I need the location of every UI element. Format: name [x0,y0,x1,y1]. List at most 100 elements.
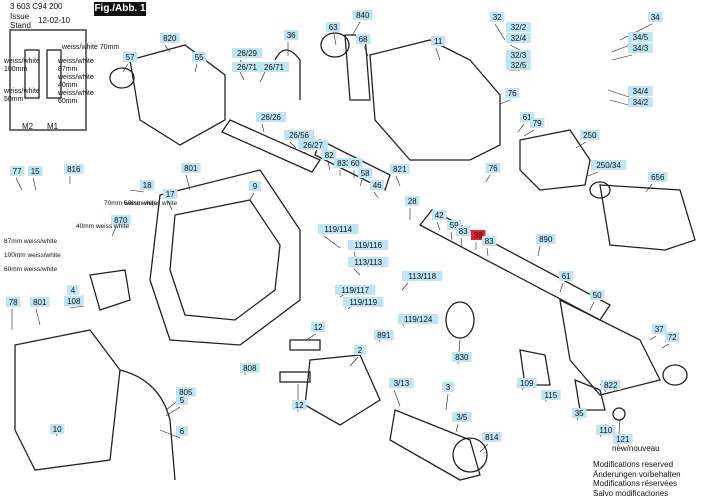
leader-line [395,175,401,187]
gear-drawing [445,301,475,339]
leader-line [289,141,297,149]
part-label: 870 [111,215,131,225]
part-label-text: 59 [450,221,459,230]
part-label: 121 [613,434,633,444]
leader-line [185,174,191,191]
part-label: 59 [447,220,462,230]
part-label-text: 37 [655,325,664,334]
part-label-box [326,22,341,32]
part-label-box [374,330,394,340]
leader-line [607,89,633,99]
leader-lines [11,21,670,453]
crank-housing-drawing [129,44,226,146]
leader-line [111,226,117,237]
part-label-box [163,189,178,199]
part-label: 814 [482,432,502,442]
part-label-box [398,314,439,324]
wire-legend-f: 50mm weiss white [124,200,178,207]
part-label-text: 32/5 [511,61,527,70]
part-label-box [6,297,21,307]
part-label-text: 36 [287,31,296,40]
part-label: 39 [471,230,486,240]
wire-legend-a: 40mm weiss white [76,223,130,230]
part-label-text: 26/56 [289,131,310,140]
part-label-text: 26/27 [303,141,324,150]
leader-line [479,443,489,453]
part-label: 26/56 [284,130,314,140]
part-label-box [471,230,486,240]
part-drawings [9,29,696,481]
wire-legend-c: 100mm weiss/white [4,252,61,259]
part-label: 18 [140,180,155,190]
part-label: 119/114 [318,224,359,234]
part-label: 808 [240,363,260,373]
leader-line [129,189,145,193]
leader-line [194,63,198,73]
leader-line [373,191,379,199]
leader-line [587,171,599,177]
part-label: 26/26 [256,112,286,122]
part-label-text: 820 [163,34,177,43]
part-label-text: 42 [435,211,444,220]
issue-date: 12-02-10 [38,16,71,25]
part-label: 32/2 [506,22,531,32]
part-label-text: 830 [455,353,469,362]
part-label-box [628,97,653,107]
part-label-box [482,432,502,442]
part-label-box [505,88,520,98]
part-label-text: 4 [71,286,76,295]
housing-half-drawing [149,169,301,346]
part-label-box [520,112,535,122]
leader-line [323,235,341,249]
issue-label: Issue [10,12,30,21]
part-label-box [390,164,410,174]
part-label: 32/4 [506,33,531,43]
part-label-box [354,345,366,355]
armature-drawing [389,409,481,481]
part-label: 840 [353,10,373,20]
part-label: 36 [284,30,299,40]
part-label: 890 [536,234,556,244]
carbon-brush-lower [279,371,311,383]
leader-line [445,393,449,411]
part-label: 4 [67,285,79,295]
leader-line [359,179,363,187]
part-label-text: 72 [668,333,677,342]
part-label-box [628,32,653,42]
part-label-text: 77 [13,167,22,176]
part-label: 35 [572,408,587,418]
part-label-box [67,285,79,295]
part-label: 250 [580,130,600,140]
gear-housing-drawing [369,39,501,161]
part-label-box [613,434,633,444]
leader-line [249,192,255,201]
part-label-box [348,240,389,250]
leader-line [261,123,265,133]
part-label: 3/5 [452,412,472,422]
leader-line [164,44,171,53]
wire-legend-b: 87mm weiss/white [4,238,58,245]
part-label-box [348,257,389,267]
leader-line [35,308,41,326]
part-label: 34/4 [628,86,653,96]
part-label: 26/29 [232,48,262,58]
part-label: 108 [64,296,84,306]
part-label: 58 [358,168,373,178]
part-label-text: 108 [67,297,81,306]
part-label-text: 17 [166,190,175,199]
leader-line [455,423,459,433]
part-label-text: 119/119 [349,298,377,307]
switch-top-label: weiss/white 70mm [62,44,120,51]
leader-line [333,33,337,46]
part-label-text: 58 [361,169,370,178]
part-label-text: 57 [126,53,135,62]
part-label-text: 34/3 [633,44,649,53]
field-drawing [304,354,381,426]
part-label-text: 63 [329,23,338,32]
part-label-box [256,112,286,122]
part-label-text: 32/4 [511,34,527,43]
leader-line [460,237,463,247]
cable-drawing [119,369,176,481]
part-label-text: 35 [575,409,584,418]
